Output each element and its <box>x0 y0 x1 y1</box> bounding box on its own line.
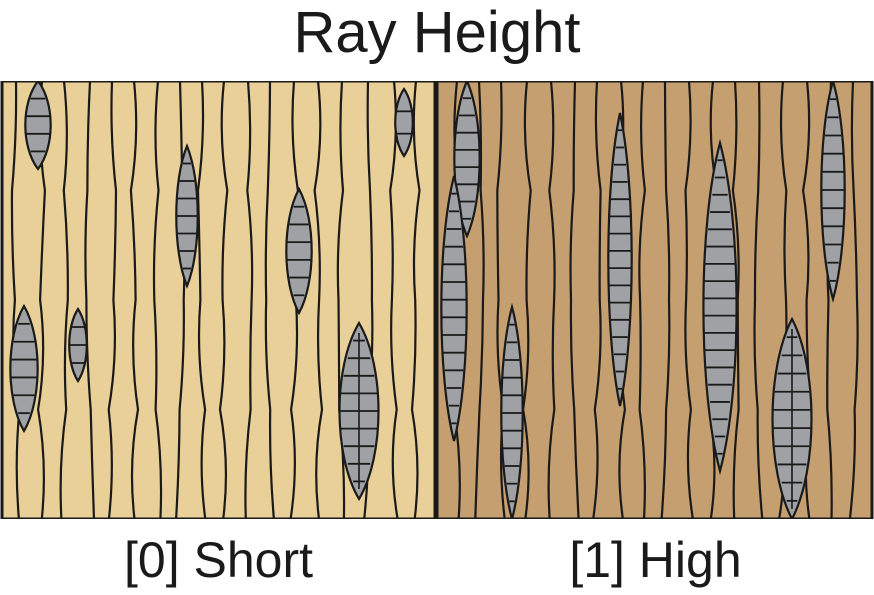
fiber-line <box>638 81 647 519</box>
fiber-line <box>684 81 694 519</box>
ray <box>453 81 481 239</box>
fiber-line <box>244 81 254 519</box>
fiber-line <box>848 81 859 519</box>
fiber-line <box>196 81 207 519</box>
ray <box>702 138 738 476</box>
fiber-line <box>218 81 229 519</box>
ray <box>9 303 39 434</box>
ray <box>607 112 633 407</box>
panel-border <box>435 81 874 519</box>
fiber-line <box>753 81 764 519</box>
ray <box>285 186 313 316</box>
panel-high-rays <box>435 81 874 519</box>
ray <box>440 175 468 442</box>
fiber-line <box>59 81 69 519</box>
wood-section-figure <box>0 81 874 519</box>
fiber-line <box>592 81 602 519</box>
ray <box>394 87 414 158</box>
fiber-line <box>410 81 421 519</box>
fiber-line <box>264 81 275 519</box>
fiber-line <box>129 81 140 519</box>
fiber-line <box>175 81 186 519</box>
diagram-title: Ray Height <box>293 0 581 65</box>
fiber-line <box>521 81 532 519</box>
fiber-line <box>660 81 671 519</box>
fiber-line <box>10 81 21 519</box>
fiber-line <box>84 81 96 519</box>
panel-contents <box>9 81 421 519</box>
fiber-line <box>569 81 580 519</box>
fiber-line <box>313 81 324 519</box>
caption-high: [1] High <box>569 532 742 588</box>
fiber-line <box>152 81 163 519</box>
wood-section-svg <box>0 81 874 519</box>
panel-border <box>0 81 437 519</box>
fiber-line <box>547 81 556 519</box>
fiber-line <box>107 81 118 519</box>
fiber-line <box>474 81 485 519</box>
panel-short-rays <box>0 81 437 519</box>
fiber-line <box>731 81 740 519</box>
caption-short: [0] Short <box>124 532 313 588</box>
fiber-line <box>389 81 399 519</box>
panel-contents <box>440 81 859 519</box>
ray <box>24 81 52 171</box>
